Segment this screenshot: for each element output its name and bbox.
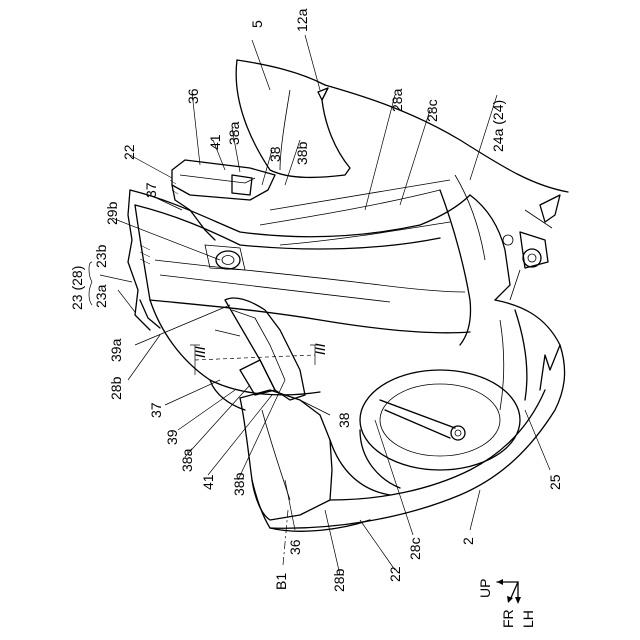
label-41-top: 41 [207,134,223,150]
storage-body [128,175,510,395]
label-38-mid: 38 [336,412,352,428]
label-22-bot: 22 [387,566,403,582]
label-39a: 39a [108,338,124,362]
label-28b-left: 28b [108,376,124,400]
label-5: 5 [249,20,265,28]
label-B1: B1 [273,573,289,590]
label-28b-bot: 28b [331,568,347,592]
axis-up: UP [477,579,493,598]
label-22-top: 22 [121,144,137,160]
label-25: 25 [547,474,563,490]
label-38b-bot: 38b [231,472,247,496]
label-37-bot: 37 [148,402,164,418]
label-28c-top: 28c [424,99,440,122]
arrow-lh-icon [515,597,521,604]
label-29b: 29b [104,201,120,225]
front-fairing [240,300,565,531]
label-41-bot: 41 [200,474,216,490]
label-28a: 28a [389,88,405,112]
direction-axes: UP FR LH [477,579,536,628]
arrow-up-icon [497,579,503,585]
rear-box-top [172,160,275,240]
label-38a-top: 38a [226,121,242,145]
label-38b-top: 38b [294,141,310,165]
bracket-23 [89,262,92,305]
wheel-region [330,370,520,495]
axis-lh: LH [520,610,536,628]
label-36-bot: 36 [287,539,303,555]
label-36-top: 36 [185,88,201,104]
seat-cover-5 [236,60,568,192]
label-2: 2 [460,537,476,545]
label-38a-bot: 38a [179,448,195,472]
label-28c-bot: 28c [407,537,423,560]
label-23-28: 23 (28) [69,266,85,310]
label-24a: 24a (24) [490,100,506,152]
axis-fr: FR [500,609,516,628]
arrow-fr-icon [507,596,513,603]
section-III-right: III [312,343,328,355]
label-23b: 23b [93,244,109,268]
label-38-top: 38 [267,146,283,162]
label-23a: 23a [93,284,109,308]
section-III-left: III [192,346,208,358]
label-39: 39 [164,429,180,445]
hinge-fittings [503,195,560,300]
label-12a: 12a [294,8,310,32]
labels: 5 12a 36 41 38a 38 38b 28a 28c 24a (24) … [69,8,563,592]
label-37-top: 37 [143,182,159,198]
